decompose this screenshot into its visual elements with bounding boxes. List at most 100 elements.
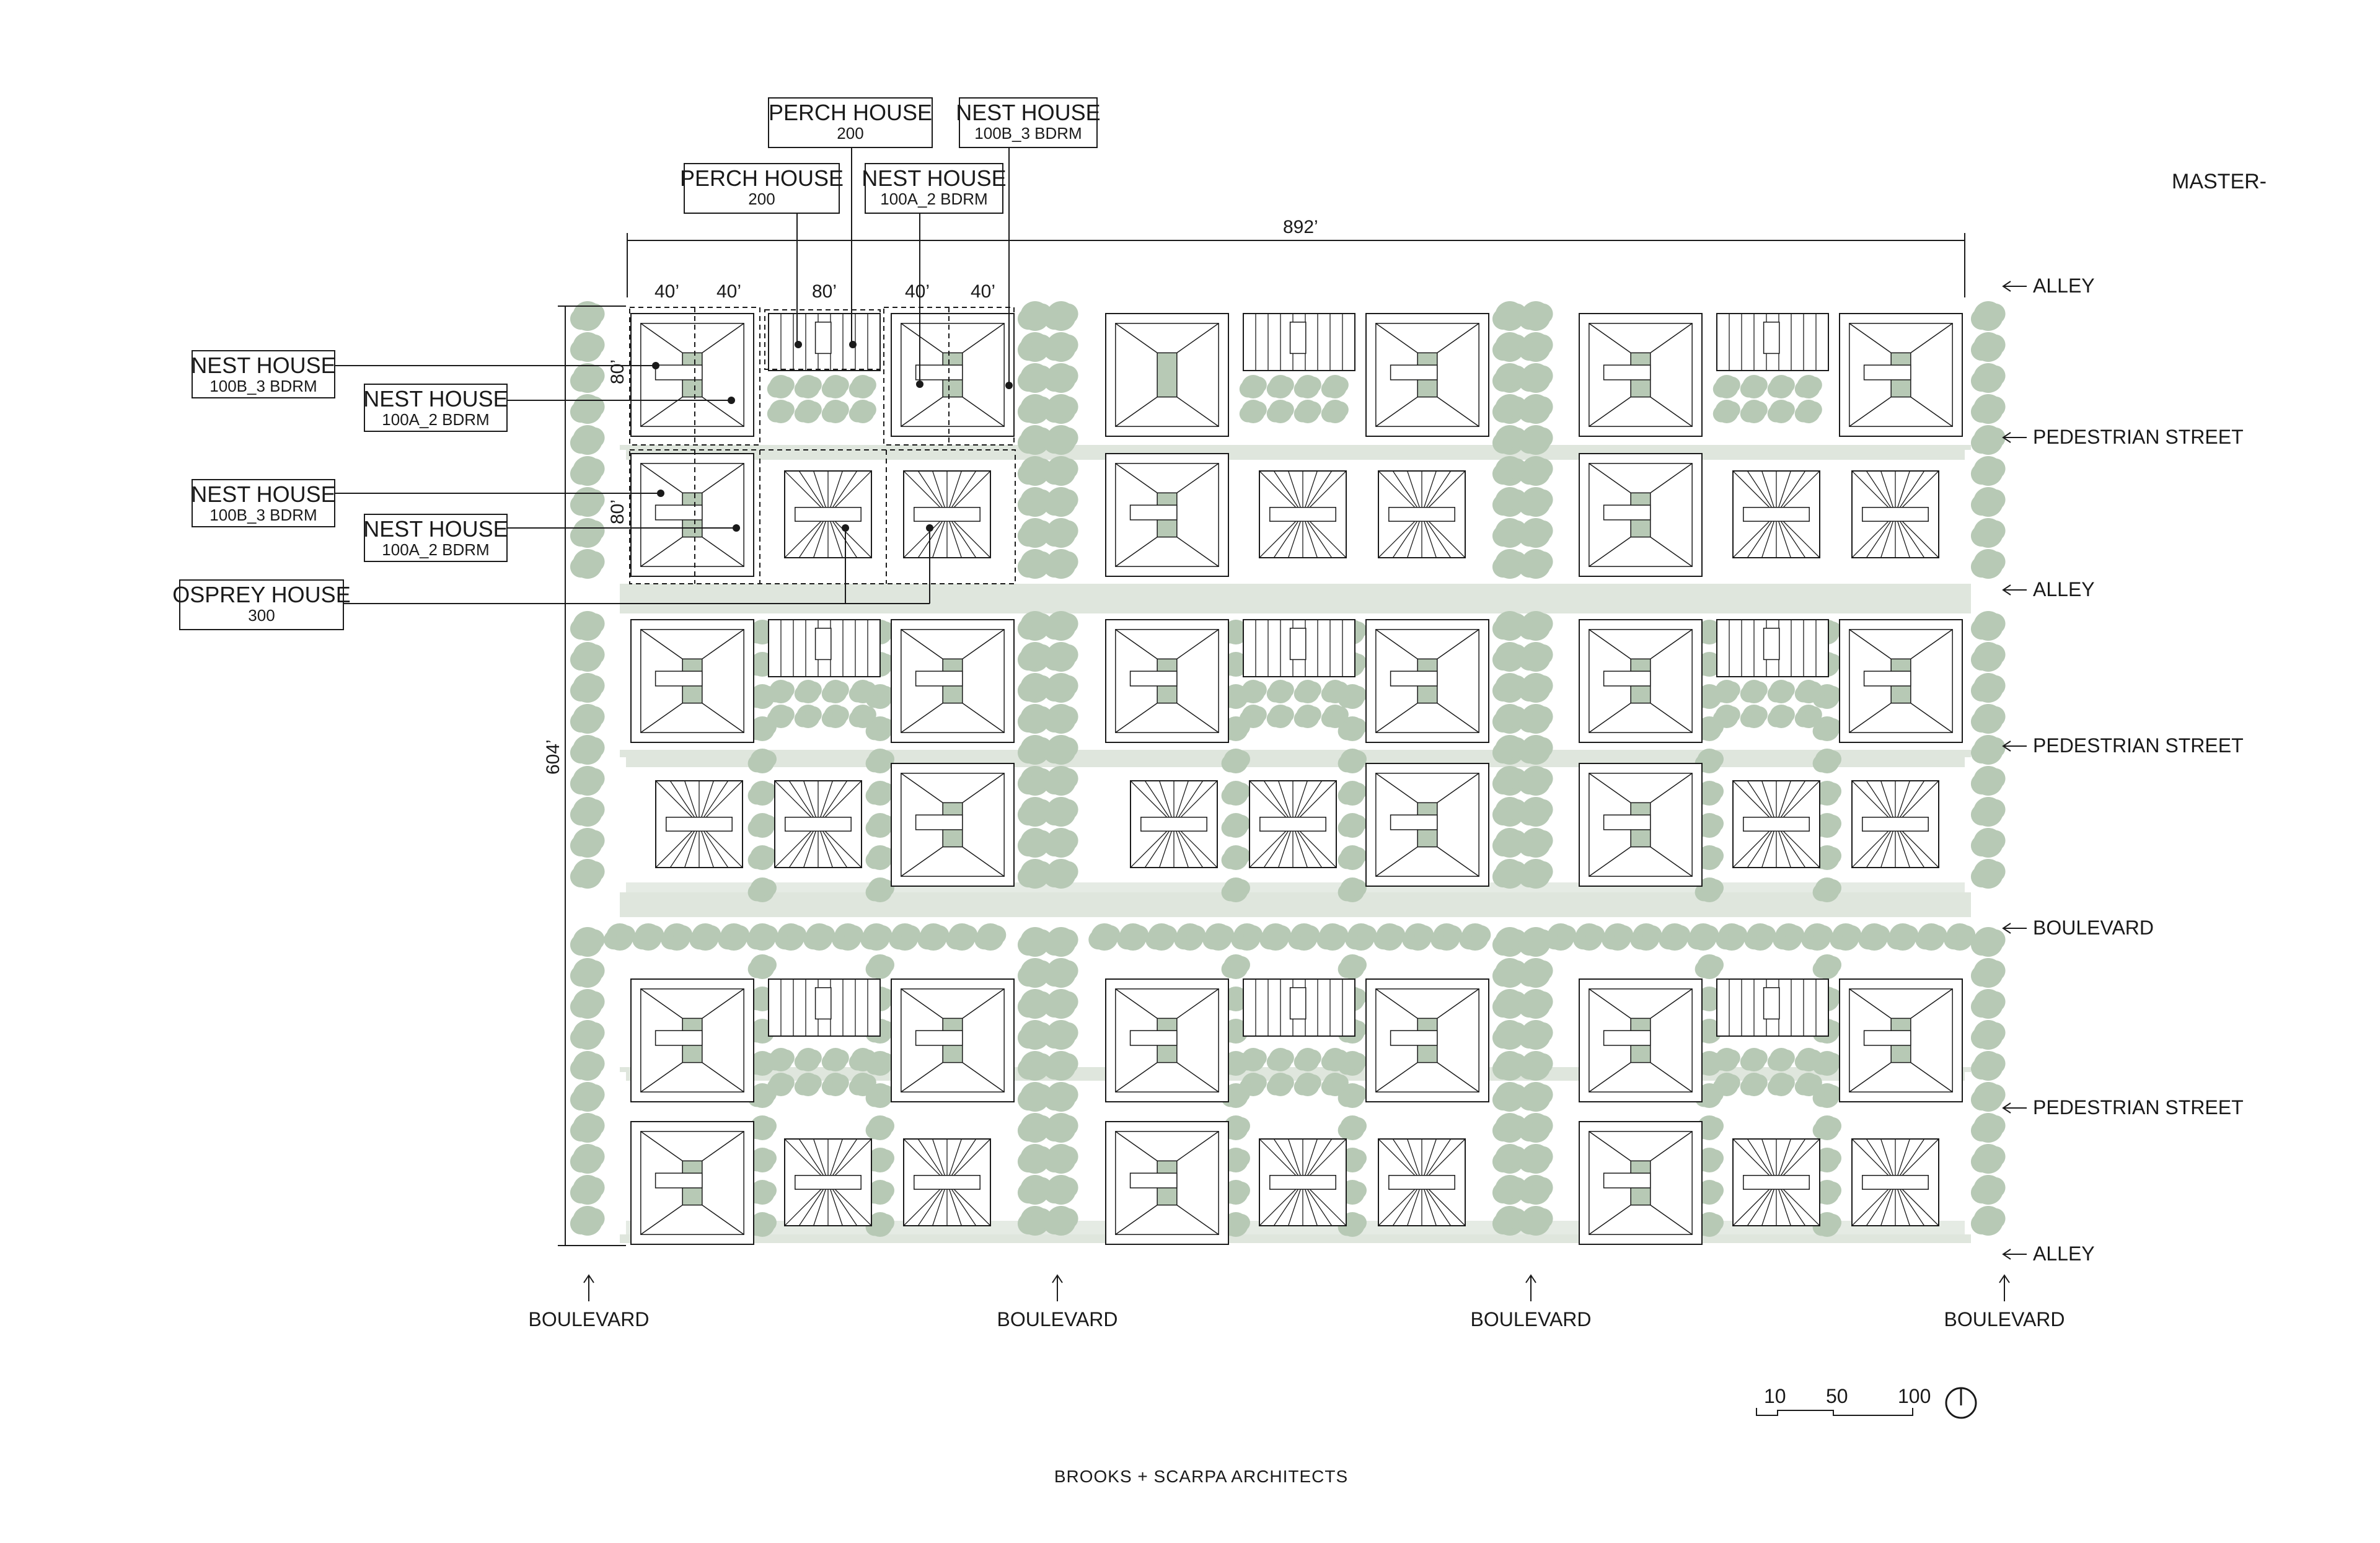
tree-canopy: [759, 750, 777, 768]
roof-hip: [1115, 537, 1158, 567]
house-square: [630, 453, 754, 577]
roof-bar: [654, 364, 703, 380]
garden-tree: [767, 1073, 795, 1096]
garden-tree: [1712, 1073, 1740, 1096]
roof-bar: [1129, 1172, 1178, 1189]
tree-canopy: [584, 303, 605, 325]
roof-hip: [962, 773, 1005, 803]
roof-hip: [901, 629, 943, 659]
street-tree: [1043, 828, 1078, 858]
tree-canopy: [1824, 1085, 1841, 1102]
roof-hip: [1650, 323, 1693, 353]
house-square: [1105, 1121, 1229, 1245]
roof-hip: [1176, 988, 1219, 1019]
tree-canopy: [778, 706, 795, 723]
roof-bar: [1140, 817, 1207, 832]
house-fan: [1378, 1138, 1466, 1226]
lot-outlines: [629, 307, 1016, 584]
boulevard-tree: [1202, 923, 1235, 951]
tree-canopy: [1057, 768, 1078, 789]
tree-canopy: [805, 376, 822, 393]
tree-canopy: [584, 334, 605, 356]
garden-tree: [1321, 1048, 1349, 1071]
tree-canopy: [584, 768, 605, 789]
callout-name: OSPREY HOUSE: [172, 582, 350, 607]
pedestrian-path: [626, 446, 1965, 460]
tree-canopy: [1585, 925, 1605, 945]
drawing-title: MASTER-: [2172, 170, 2267, 193]
garden-tree: [1239, 375, 1267, 398]
tree-canopy: [805, 706, 822, 723]
tree-canopy: [1332, 706, 1349, 723]
garden-tree: [1767, 375, 1795, 398]
roof-edge: [1589, 1131, 1693, 1235]
tree-canopy: [1985, 489, 2006, 511]
street-tree: [1043, 1082, 1078, 1112]
street-tree: [1492, 456, 1527, 486]
house-square: [1839, 313, 1963, 437]
garden-tree: [848, 705, 876, 728]
roof-hip: [640, 537, 683, 567]
tree-canopy: [1532, 1022, 1553, 1044]
street-label-right: BOULEVARD: [2002, 917, 2154, 939]
house-square: [891, 313, 1015, 437]
roof-hip: [702, 988, 744, 1019]
boulevard-tree: [1716, 923, 1748, 951]
street-tree: [1017, 673, 1052, 703]
roof-bar: [1743, 1175, 1810, 1190]
roof-bar: [1743, 817, 1810, 832]
tree-canopy: [1057, 830, 1078, 851]
arrow-left-icon: [2002, 584, 2011, 596]
street-label-text: ALLEY: [2033, 275, 2095, 297]
yard-tree: [865, 749, 894, 773]
roof-bar: [795, 1175, 862, 1190]
house-fan: [784, 1138, 872, 1226]
roof-bar: [914, 507, 981, 522]
house-fan: [1259, 1138, 1347, 1226]
callout-name: NEST HOUSE: [862, 165, 1006, 191]
yard-tree: [1695, 954, 1724, 979]
street-tree: [1970, 859, 2006, 889]
roof-bar: [1743, 507, 1810, 522]
yard-tree: [1221, 845, 1250, 870]
tree-canopy: [958, 925, 978, 945]
tree-canopy: [1349, 1117, 1367, 1135]
street-tree: [1518, 797, 1553, 827]
tree-canopy: [1532, 1177, 1553, 1198]
tree-canopy: [584, 551, 605, 573]
street-tree: [1518, 927, 1553, 957]
roof-hip: [1650, 773, 1693, 803]
tree-canopy: [1985, 1177, 2006, 1198]
house-perch: [1716, 978, 1829, 1037]
street-tree: [1492, 518, 1527, 548]
tree-canopy: [1332, 1049, 1349, 1066]
arrow-up-icon: [583, 1274, 594, 1283]
roof-bar: [1862, 507, 1929, 522]
tree-canopy: [778, 376, 795, 393]
tree-canopy: [1233, 1214, 1250, 1231]
roof-hip: [1375, 846, 1418, 877]
tree-canopy: [1814, 925, 1833, 945]
street-tree: [1518, 642, 1553, 672]
tree-canopy: [1057, 520, 1078, 542]
arrow-up-icon: [1052, 1274, 1063, 1283]
roof-stair: [814, 987, 832, 1020]
tree-canopy: [1250, 1074, 1267, 1091]
lot-depth-label-second: 80’: [607, 499, 628, 524]
house-square: [1579, 978, 1703, 1102]
tree-canopy: [1532, 861, 1553, 882]
garden-tree: [821, 1048, 849, 1071]
house-fan: [1732, 470, 1820, 558]
yard-tree: [1812, 845, 1841, 870]
street-tree: [1970, 673, 2006, 703]
tree-canopy: [805, 1049, 822, 1066]
street-tree: [570, 1206, 605, 1236]
street-tree: [570, 1144, 605, 1174]
tree-canopy: [584, 737, 605, 758]
tree-canopy: [1057, 644, 1078, 666]
roof-bar: [654, 670, 703, 687]
tree-canopy: [832, 401, 849, 418]
